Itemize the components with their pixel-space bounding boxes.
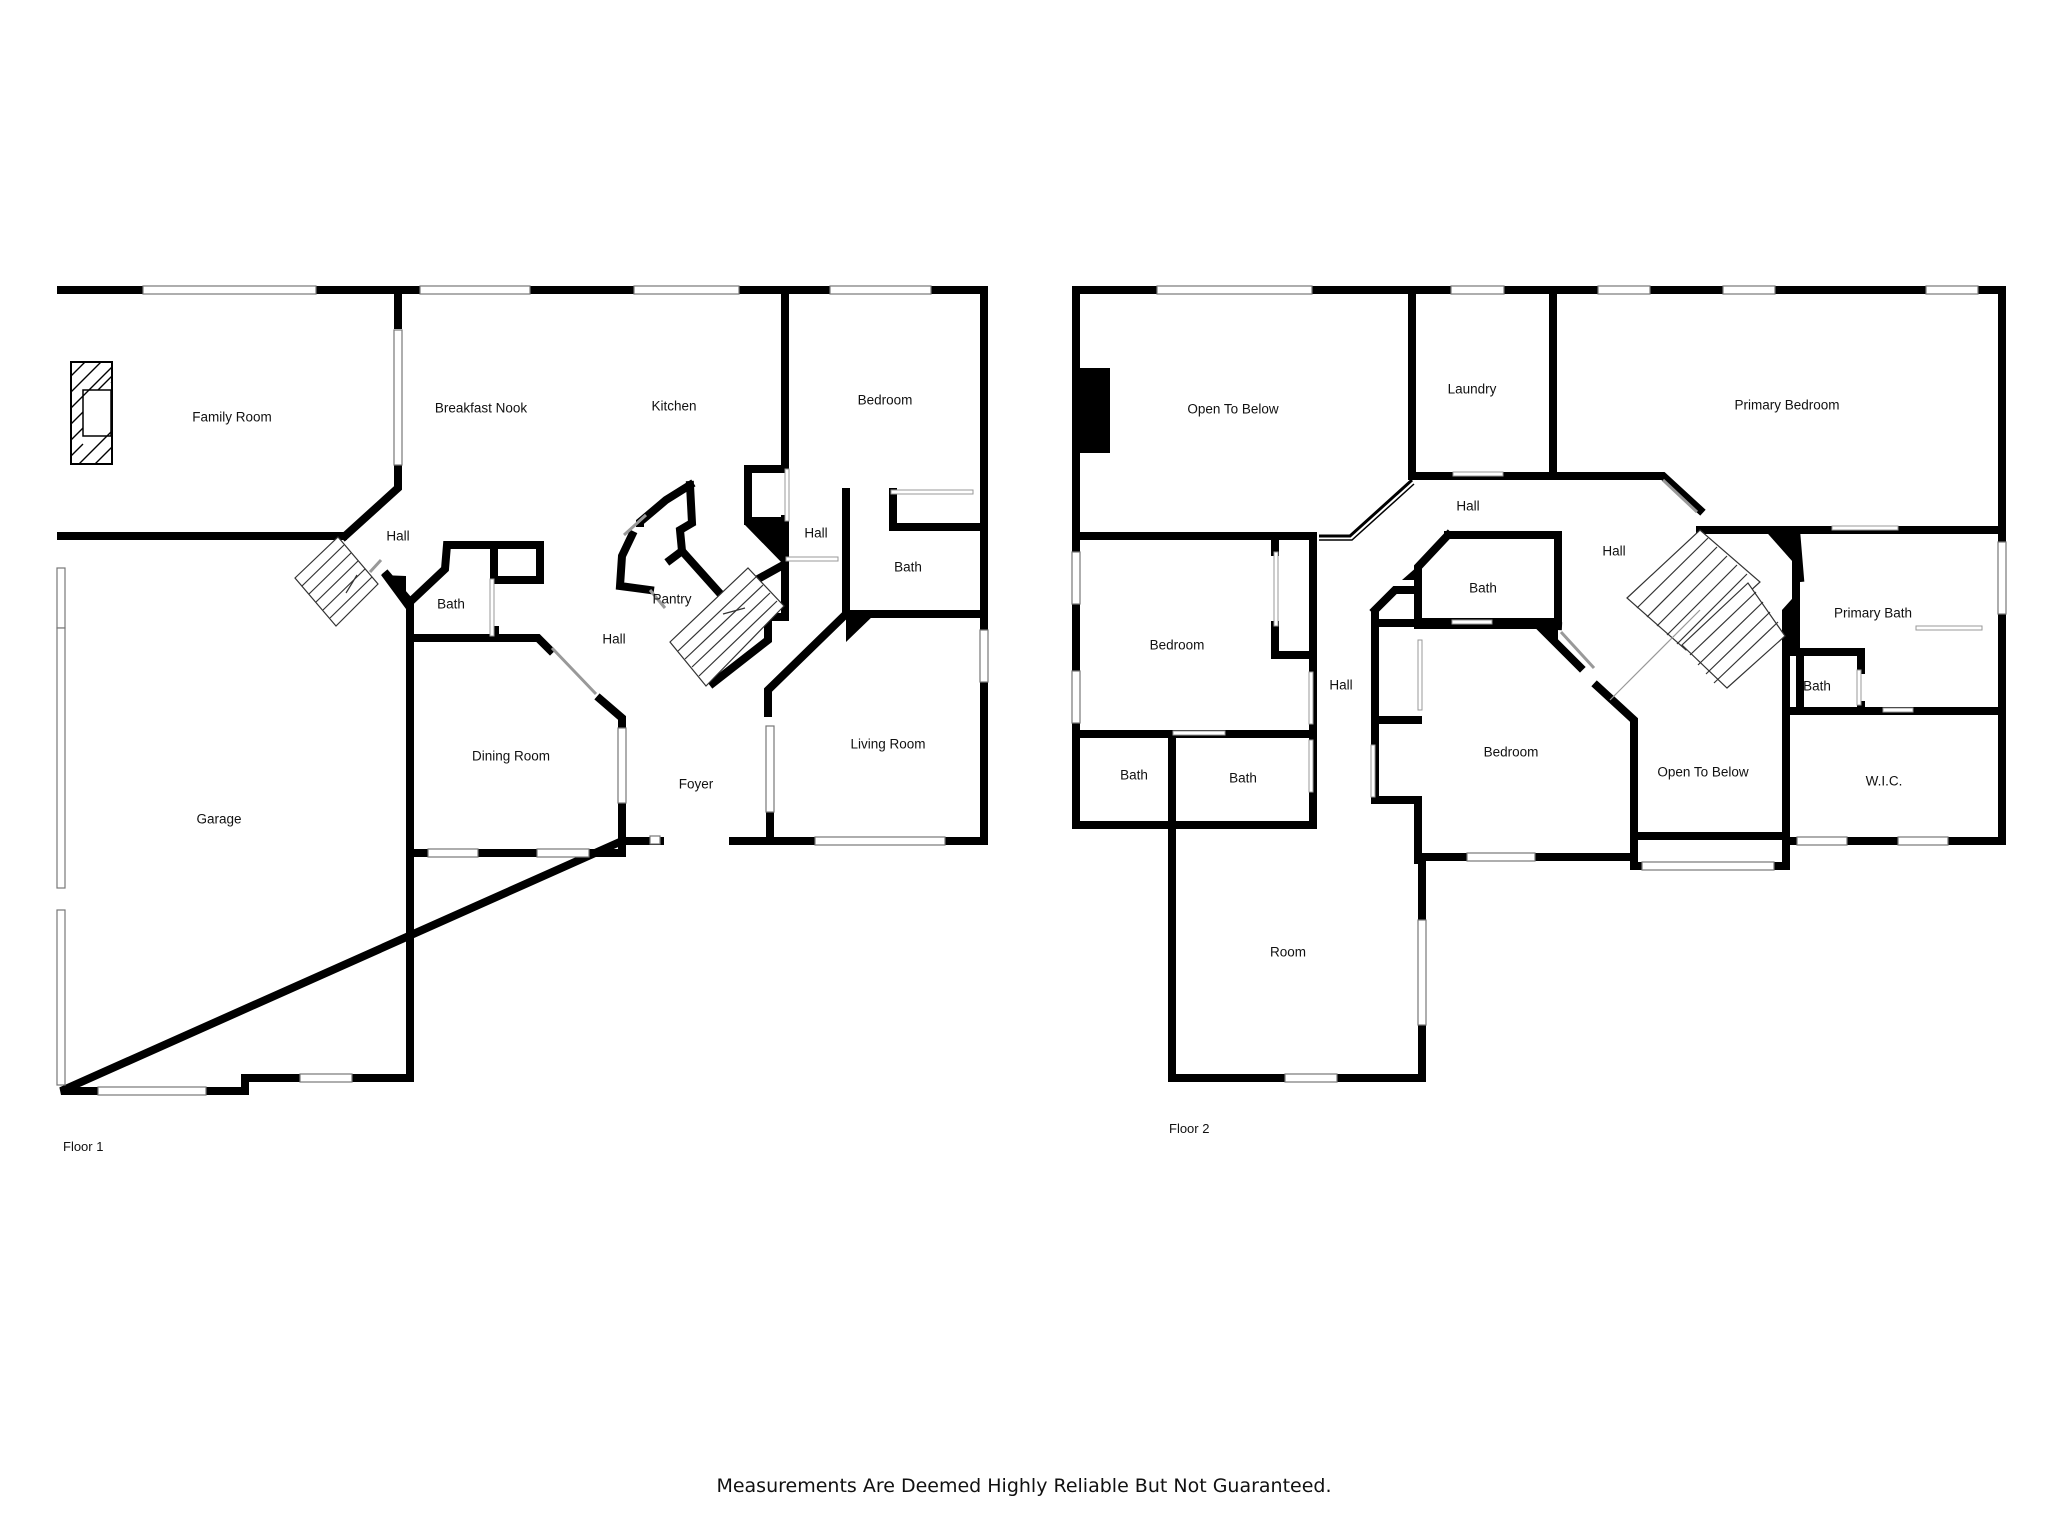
room-hall-center: Hall (602, 632, 625, 647)
fireplace-icon (70, 361, 113, 465)
floor-1-windows (56, 285, 989, 1096)
room-family-room: Family Room (192, 410, 272, 425)
floor-1-stair-left (294, 536, 379, 627)
floor-2-doors (1172, 471, 1983, 798)
floor-1-corner-fill (745, 525, 785, 566)
room-open-to-below-top: Open To Below (1187, 402, 1279, 417)
floor-2-corner-fill (1538, 625, 1558, 647)
room-primary-bath: Primary Bath (1834, 606, 1912, 621)
room-bath-bottom-left: Bath (1120, 768, 1148, 783)
floor-2-stair (1609, 529, 1786, 701)
room-hall-vertical: Hall (1329, 678, 1352, 693)
room-hall-top: Hall (1456, 499, 1479, 514)
floor-1-interior-walls (57, 290, 988, 857)
floor-2-label: Floor 2 (1169, 1121, 1209, 1136)
room-open-to-below-right: Open To Below (1657, 765, 1749, 780)
floor-1-door-opening (648, 589, 667, 609)
room-bath-left: Bath (437, 597, 465, 612)
room-hall-right: Hall (804, 526, 827, 541)
floor-2-railing (1319, 478, 1414, 538)
floor-2-plan: Open To Below Laundry Primary Bedroom Ha… (1071, 285, 2007, 1136)
floor-2-railing (1319, 483, 1415, 541)
room-kitchen: Kitchen (651, 399, 696, 414)
room-bath-right: Bath (894, 560, 922, 575)
floor-1-door-opening (622, 513, 648, 537)
floor-1-stair-center (669, 567, 785, 687)
room-garage: Garage (196, 812, 241, 827)
floor-1-door-opening (550, 646, 598, 696)
room-hall-left: Hall (386, 529, 409, 544)
room-bedroom-center: Bedroom (1484, 745, 1539, 760)
room-laundry: Laundry (1448, 382, 1497, 397)
room-primary-bedroom: Primary Bedroom (1734, 398, 1839, 413)
room-wic: W.I.C. (1866, 774, 1903, 789)
room-hall-right: Hall (1602, 544, 1625, 559)
room-bath-center: Bath (1469, 581, 1497, 596)
room-foyer: Foyer (679, 777, 714, 792)
room-room: Room (1270, 945, 1306, 960)
floor-1-corner-fill (381, 575, 406, 609)
room-breakfast-nook: Breakfast Nook (435, 401, 528, 416)
room-bedroom-left: Bedroom (1150, 638, 1205, 653)
room-bedroom: Bedroom (858, 393, 913, 408)
floor-1-door-opening (368, 558, 383, 574)
disclaimer-text: Measurements Are Deemed Highly Reliable … (716, 1475, 1332, 1497)
room-living-room: Living Room (850, 737, 925, 752)
floor-1-corner-fill (846, 614, 875, 642)
floor-1-plan: Family Room Breakfast Nook Kitchen Bedro… (56, 285, 989, 1154)
floor-2-interior-walls (1072, 290, 2006, 870)
floor-2-corner-fill (1761, 526, 1800, 570)
floor-2-corner-fill (1782, 590, 1800, 652)
room-bath-small: Bath (1803, 679, 1831, 694)
floor-2-corner-fill (1402, 566, 1418, 580)
floor-2-windows (1071, 285, 2007, 1083)
floor-2-door-opening (1661, 478, 1699, 514)
room-bath-bottom-mid: Bath (1229, 771, 1257, 786)
room-dining-room: Dining Room (472, 749, 550, 764)
floor-2-door-opening (1559, 630, 1596, 670)
floor-1-doors (489, 468, 974, 637)
floor-2-fireplace-block (1077, 368, 1110, 453)
room-pantry: Pantry (652, 592, 691, 607)
floor-1-label: Floor 1 (63, 1139, 103, 1154)
